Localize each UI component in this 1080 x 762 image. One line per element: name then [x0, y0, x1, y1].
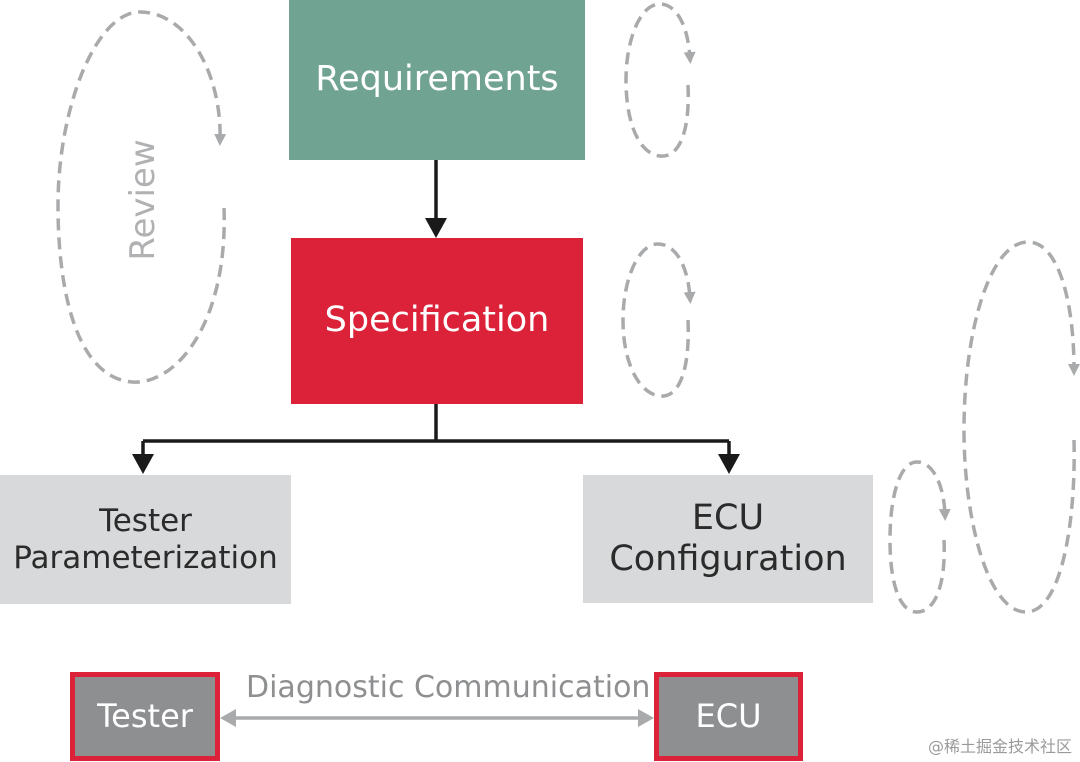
arrowhead-left: [220, 709, 236, 727]
review-label: Review: [123, 139, 163, 261]
ecu-node: ECU: [654, 672, 803, 761]
review-loop: [56, 10, 227, 384]
requirements-label: Requirements: [315, 59, 559, 100]
specification-label: Specification: [324, 300, 550, 341]
outer-loop: [962, 240, 1080, 614]
iteration-loops: [56, 2, 1080, 614]
ecu-configuration-box: ECU Configuration: [583, 475, 873, 603]
tester-parameterization-box: Tester Parameterization: [0, 475, 291, 604]
tester-node: Tester: [70, 672, 220, 761]
tester-node-label: Tester: [97, 696, 193, 735]
ecu-configuration-loop: [888, 460, 951, 614]
flow-connectors: [132, 160, 740, 474]
arrowhead-tester-parameterization: [132, 454, 154, 474]
ecu-configuration-line-2: Configuration: [609, 539, 847, 579]
diagnostic-communication-label: Diagnostic Communication: [246, 670, 651, 705]
tester-parameterization-line-2: Parameterization: [13, 539, 278, 576]
specification-loop: [621, 242, 696, 398]
tester-parameterization-line-1: Tester: [99, 502, 192, 539]
ecu-configuration-line-1: ECU: [691, 497, 765, 538]
watermark: @稀土掘金技术社区: [927, 737, 1072, 756]
requirements-loop: [624, 2, 696, 158]
arrowhead-ecu-configuration: [718, 454, 740, 474]
arrowhead-specification: [425, 218, 447, 238]
diagnostic-communication-arrow: [220, 709, 654, 727]
ecu-node-label: ECU: [695, 696, 762, 735]
specification-box: Specification: [291, 238, 583, 404]
arrowhead-right: [638, 709, 654, 727]
requirements-box: Requirements: [289, 0, 585, 160]
